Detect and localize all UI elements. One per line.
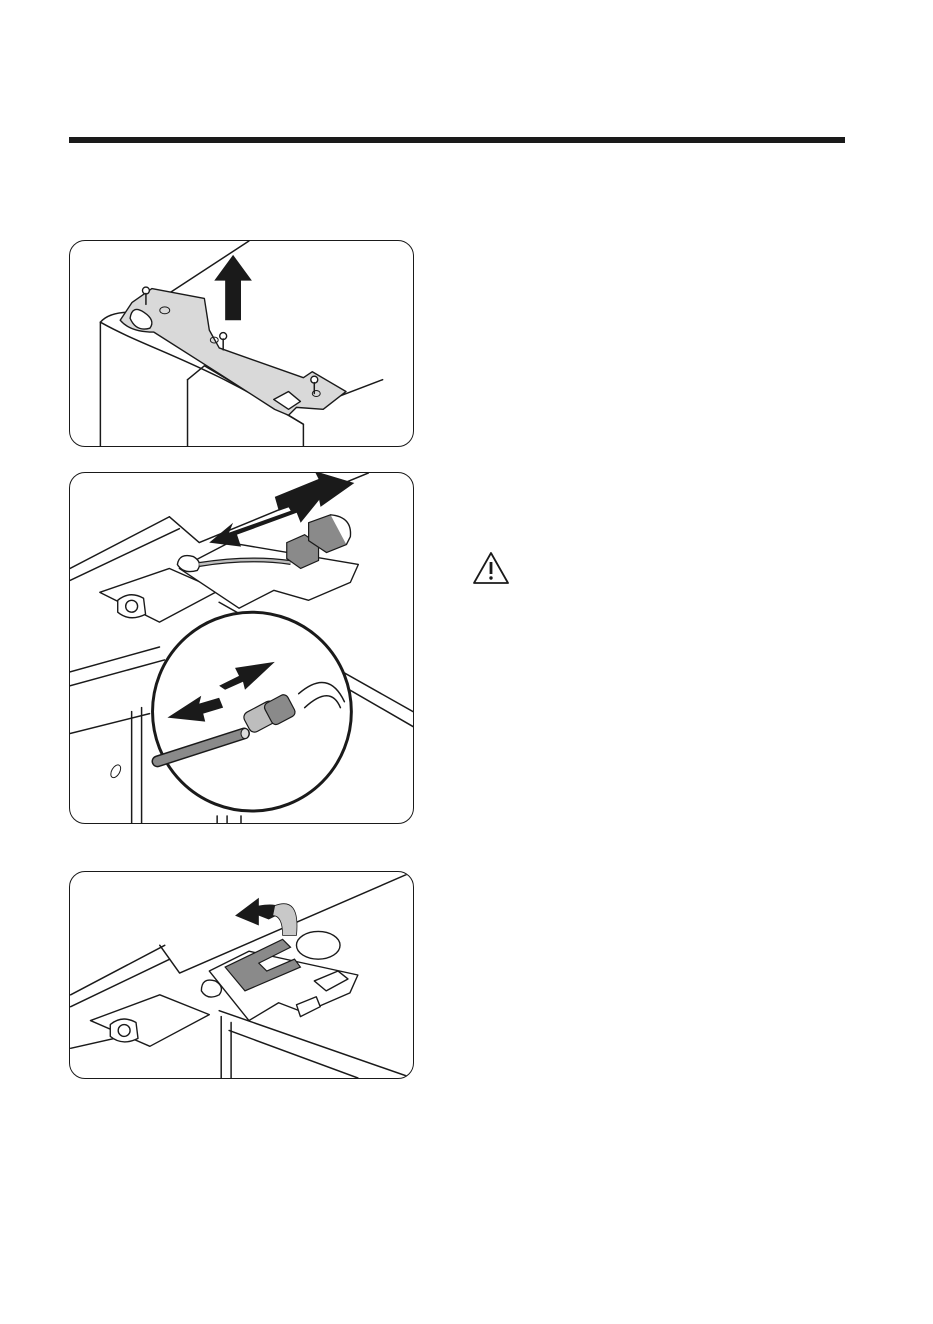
detail-callout (153, 612, 352, 811)
figure-step-3-rotate-hinge-lever (69, 871, 414, 1079)
electrical-connector (287, 515, 351, 569)
hinge-lever-illustration (70, 872, 413, 1078)
figure-step-1-remove-top-cover (69, 240, 414, 447)
upward-arrow-icon (214, 255, 252, 320)
warning-triangle-icon (472, 551, 510, 585)
screw-2 (220, 333, 227, 350)
section-divider-rule (69, 137, 845, 143)
tube-disconnect-illustration (70, 473, 413, 823)
figure-step-2-disconnect-tube (69, 472, 414, 824)
top-cover-illustration (70, 241, 413, 446)
rotate-arrow-icon (235, 898, 297, 936)
